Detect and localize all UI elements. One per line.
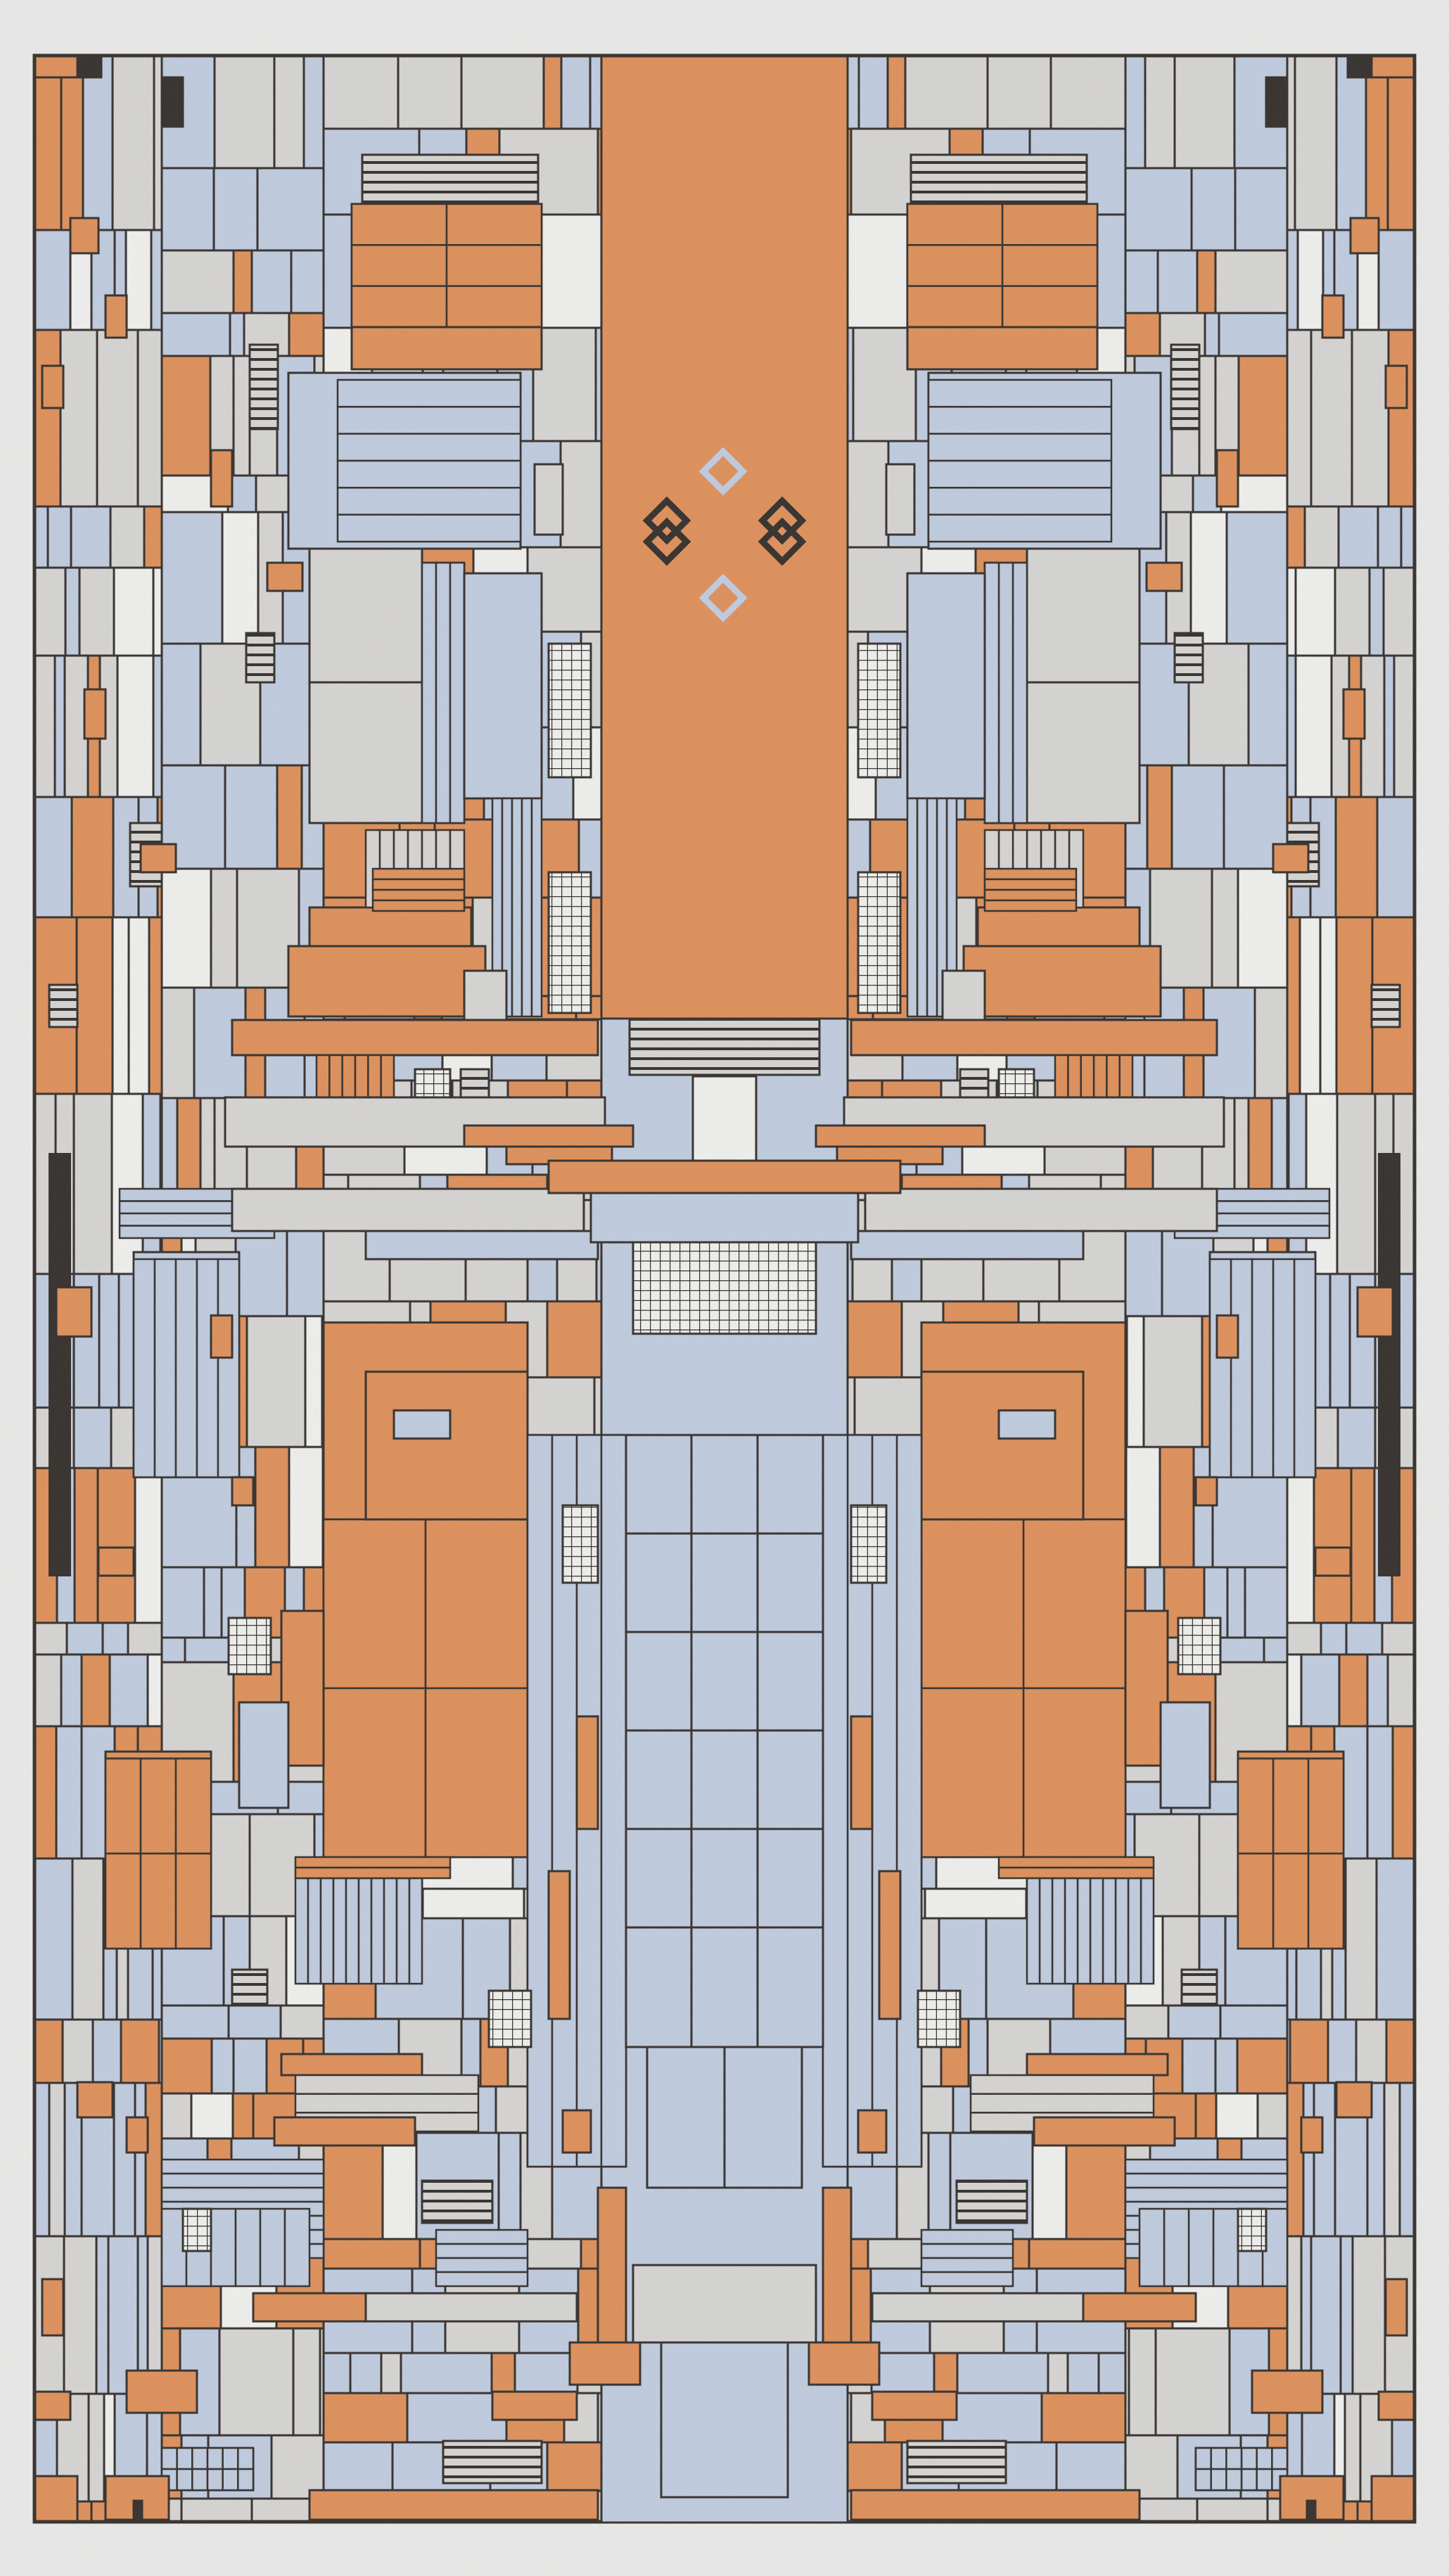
- grain-overlay: [0, 0, 1449, 2576]
- geometric-artwork: [0, 0, 1449, 2576]
